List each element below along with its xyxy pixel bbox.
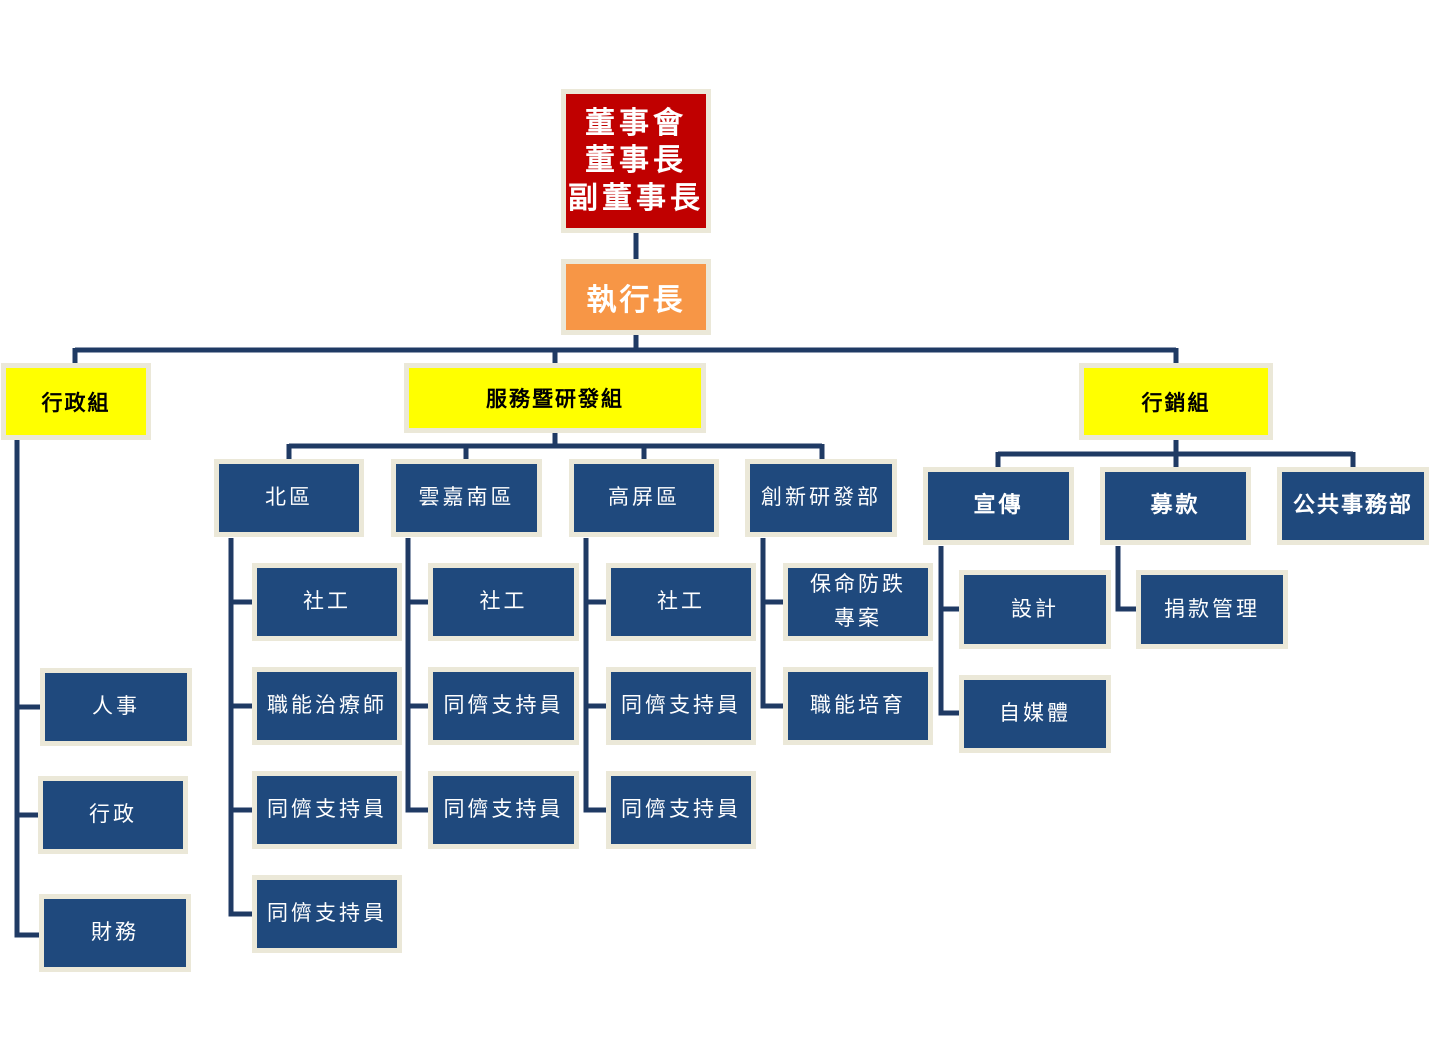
admin-item-label: 財務 — [91, 920, 139, 945]
admin-group-node: 行政組 — [1, 363, 151, 440]
kaoping-staff-label: 同儕支持員 — [621, 693, 741, 718]
north-staff-label: 社工 — [303, 589, 351, 614]
north-staff-label: 同儕支持員 — [267, 797, 387, 822]
board-node: 董事會 董事長 副董事長 — [561, 89, 711, 233]
vice-chairman-label: 副董事長 — [568, 180, 704, 216]
promo-item-node: 設計 — [959, 570, 1111, 649]
region-kaoping-label: 高屏區 — [608, 485, 680, 510]
marketing-group-label: 行銷組 — [1141, 389, 1211, 415]
yunjianan-staff-node: 同儕支持員 — [428, 667, 579, 745]
yunjianan-staff-label: 同儕支持員 — [443, 797, 564, 822]
admin-item-node: 行政 — [38, 776, 188, 854]
innovation-project-line1: 保命防跌 — [810, 572, 906, 597]
service-group-label: 服務暨研發組 — [486, 386, 624, 411]
fundraise-item-node: 捐款管理 — [1136, 570, 1288, 649]
yunjianan-staff-label: 社工 — [479, 589, 528, 614]
innovation-training-label: 職能培育 — [810, 693, 906, 718]
promo-node: 宣傳 — [923, 467, 1074, 545]
admin-item-node: 財務 — [39, 894, 191, 972]
fundraise-item-label: 捐款管理 — [1164, 596, 1260, 621]
innovation-dept-node: 創新研發部 — [745, 459, 897, 537]
admin-item-label: 人事 — [92, 694, 140, 719]
region-north-label: 北區 — [265, 485, 313, 510]
kaoping-staff-node: 同儕支持員 — [606, 667, 756, 745]
north-staff-node: 同儕支持員 — [252, 875, 402, 953]
chairman-label: 董事長 — [585, 143, 687, 179]
kaoping-staff-node: 同儕支持員 — [606, 771, 756, 849]
board-label: 董事會 — [585, 105, 687, 141]
kaoping-staff-node: 社工 — [606, 563, 756, 641]
admin-group-label: 行政組 — [41, 389, 111, 415]
innovation-project-line2: 專案 — [834, 606, 882, 630]
region-yunjianan-node: 雲嘉南區 — [391, 459, 542, 537]
north-staff-node: 社工 — [252, 563, 402, 641]
admin-item-node: 人事 — [40, 668, 192, 746]
innovation-training-node: 職能培育 — [783, 667, 933, 745]
kaoping-staff-label: 社工 — [657, 589, 705, 614]
promo-label: 宣傳 — [973, 492, 1024, 519]
north-staff-node: 同儕支持員 — [252, 771, 402, 849]
region-north-node: 北區 — [214, 459, 364, 537]
north-staff-label: 職能治療師 — [267, 693, 387, 718]
fundraise-label: 募款 — [1150, 492, 1201, 519]
innovation-project-node: 保命防跌 專案 — [783, 563, 933, 641]
promo-item-node: 自媒體 — [959, 675, 1111, 753]
ceo-label: 執行長 — [586, 283, 686, 318]
region-kaoping-node: 高屏區 — [569, 459, 719, 537]
public-affairs-node: 公共事務部 — [1277, 467, 1429, 545]
marketing-group-node: 行銷組 — [1079, 363, 1273, 440]
ceo-node: 執行長 — [561, 259, 711, 335]
public-affairs-label: 公共事務部 — [1292, 492, 1413, 519]
kaoping-staff-label: 同儕支持員 — [621, 797, 741, 822]
north-staff-label: 同儕支持員 — [267, 901, 387, 926]
yunjianan-staff-label: 同儕支持員 — [443, 693, 564, 718]
fundraise-node: 募款 — [1100, 467, 1251, 545]
region-yunjianan-label: 雲嘉南區 — [418, 485, 515, 510]
admin-item-label: 行政 — [89, 802, 137, 827]
north-staff-node: 職能治療師 — [252, 667, 402, 745]
yunjianan-staff-node: 同儕支持員 — [428, 771, 579, 849]
promo-item-label: 自媒體 — [999, 701, 1071, 726]
service-group-node: 服務暨研發組 — [404, 363, 706, 433]
yunjianan-staff-node: 社工 — [428, 563, 579, 641]
promo-item-label: 設計 — [1011, 596, 1059, 621]
innovation-dept-label: 創新研發部 — [761, 485, 881, 510]
